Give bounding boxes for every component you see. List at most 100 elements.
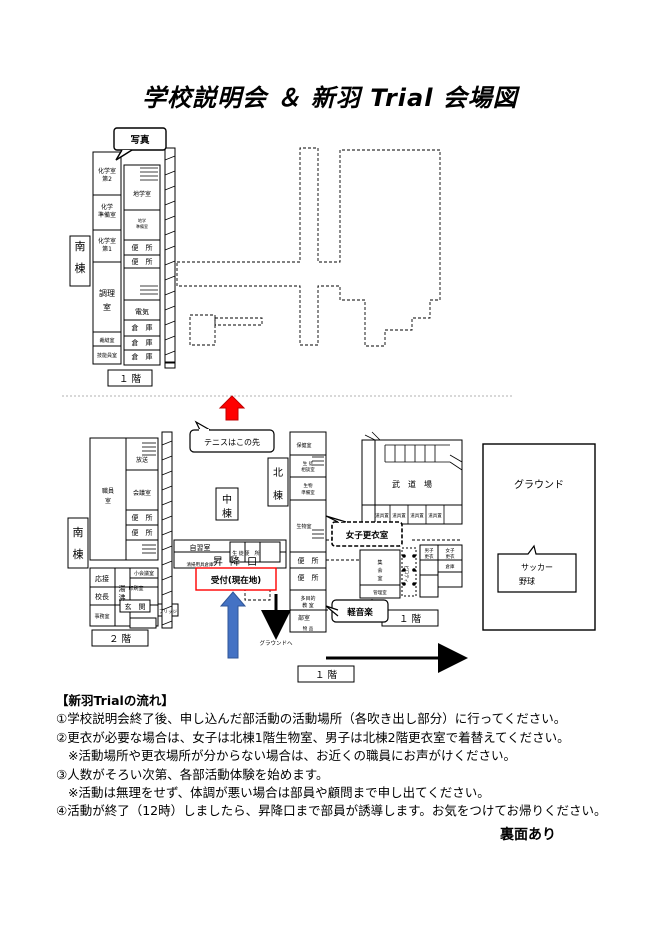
- room-shukai-c: 室: [377, 575, 382, 582]
- campus-map: 写真 化学室 第2 化学 準備室 化学室 第1 調理 室 裁縫室 技能員室 地学…: [62, 127, 596, 683]
- photo-callout: 写真: [130, 134, 150, 146]
- label-north-b: 棟: [273, 489, 283, 502]
- floor1-label: １ 階: [119, 374, 142, 385]
- room-chori-b: 室: [103, 302, 111, 312]
- room-shukai-b: 会: [377, 567, 382, 574]
- label-south2-b: 棟: [73, 547, 84, 561]
- room-budojo: 武 道 場: [392, 479, 432, 489]
- room-piloti: ピロティ: [403, 565, 409, 583]
- back-side-note: 裏面あり: [500, 827, 556, 843]
- flow-step-2: ②更衣が必要な場合は、女子は北棟1階生物室、男子は北棟2階更衣室で着替えてくださ…: [56, 729, 570, 745]
- room-benjo-n2: 便 所: [298, 573, 319, 582]
- room-benjo2: 便 所: [132, 257, 153, 266]
- label-south2-a: 南: [73, 526, 84, 539]
- room-buppin: 物 品: [303, 625, 314, 632]
- room-genkan: 玄 関: [125, 602, 146, 611]
- floor1-label-c: １ 階: [399, 614, 422, 625]
- soccer-label-a: サッカー: [521, 563, 553, 572]
- page-title: 学校説明会 ＆ 新羽 Trial 会場図: [142, 84, 518, 112]
- room-sodan-a: 生 徒: [303, 460, 314, 467]
- floor2-label: ２ 階: [109, 634, 132, 645]
- room-soko2: 倉 庫: [132, 338, 153, 347]
- room-insatsu: 印刷室: [128, 585, 143, 592]
- trial-flow: 【新羽Trialの流れ】 ①学校説明会終了後、申し込んだ部活動の活動場所（各吹き…: [56, 692, 607, 821]
- room-gino: 技能員室: [97, 352, 117, 359]
- room-dogu-4: 道具置: [428, 512, 442, 519]
- room-center-1: 生 徒: [232, 550, 244, 557]
- to-ground-label: グラウンドへ: [259, 639, 293, 647]
- room-denki: 電気: [135, 307, 149, 316]
- room-chemprep-a: 化学: [101, 203, 113, 211]
- room-benjo1: 便 所: [132, 243, 153, 252]
- room-jokou-b: 更衣: [446, 553, 455, 560]
- tennis-arrow-icon: [218, 395, 246, 421]
- room-yu-a: 湯: [119, 584, 126, 593]
- room-soukou: 倉庫: [446, 563, 455, 570]
- room-center-2: 便 所: [244, 550, 259, 557]
- flow-heading: 【新羽Trialの流れ】: [56, 693, 174, 708]
- room-shokuin-b: 室: [105, 497, 111, 505]
- room-seisou: 清掃用具倉庫: [187, 561, 214, 568]
- room-shokaigi: 小会議室: [134, 570, 154, 577]
- girls-changing-room-label: 女子更衣室: [346, 530, 389, 541]
- label-south-a: 南: [75, 240, 86, 253]
- keion-label: 軽音楽: [347, 607, 373, 618]
- label-center-b: 棟: [222, 507, 232, 520]
- label-center-a: 中: [222, 493, 232, 506]
- room-chigakuprep-a: 地学: [138, 217, 146, 223]
- shokoguchi-label: 昇 降 口: [213, 555, 259, 568]
- room-seibutsuprep-b: 準備室: [301, 489, 315, 496]
- room-soko1: 倉 庫: [132, 323, 153, 332]
- flow-step-4: ④活動が終了（12時）しましたら、昇降口まで部員が誘導します。お気をつけてお帰り…: [56, 803, 607, 819]
- room-bushitsu: 部室: [298, 614, 310, 622]
- room-seibutsuprep-a: 生物: [304, 482, 313, 489]
- room-chem1-b: 第1: [102, 245, 112, 253]
- floor1-map: [92, 127, 441, 387]
- flow-step-3: ③人数がそろい次第、各部活動体験を始めます。: [56, 766, 329, 782]
- ground-label: グラウンド: [514, 478, 564, 491]
- room-soko3: 倉 庫: [132, 352, 153, 361]
- flow-note-1: ※活動場所や更衣場所が分からない場合は、お近くの職員にお声がけください。: [68, 748, 516, 764]
- room-tamokuteki-b: 教 室: [302, 602, 314, 609]
- room-kanri: 管理室: [373, 589, 387, 596]
- room-dogu-3: 道具置: [410, 512, 424, 519]
- room-hoken: 保健室: [296, 442, 311, 449]
- tennis-label: テニスはこの先: [204, 437, 260, 447]
- reception-arrow-icon: [219, 591, 247, 659]
- room-kaigi: 会議室: [133, 489, 151, 497]
- room-saiho: 裁縫室: [99, 337, 114, 344]
- room-bridge: ブリッジ: [159, 608, 177, 615]
- label-south-b: 棟: [75, 261, 86, 275]
- room-hoso: 放送: [136, 456, 148, 464]
- room-jimu: 事務室: [94, 613, 109, 620]
- room-benjo-n1: 便 所: [298, 556, 319, 565]
- room-chem1-a: 化学室: [98, 237, 116, 245]
- room-chem2-a: 化学室: [98, 167, 116, 175]
- room-shokuin-a: 職員: [102, 487, 114, 495]
- room-kocho: 校長: [95, 592, 109, 601]
- room-dogu-1: 道具置: [375, 512, 389, 519]
- reception-label: 受付(現在地): [211, 575, 261, 586]
- label-north-a: 北: [273, 467, 283, 479]
- flow-step-1: ①学校説明会終了後、申し込んだ部活動の活動場所（各吹き出し部分）に行ってください…: [56, 711, 567, 727]
- room-chemprep-b: 準備室: [98, 211, 116, 219]
- room-yu-b: 沸: [119, 593, 126, 602]
- room-shukai-a: 集: [377, 559, 382, 566]
- room-chigaku: 地学室: [133, 190, 151, 198]
- room-chigakuprep-b: 準備室: [136, 223, 148, 229]
- room-chem2-b: 第2: [102, 175, 112, 183]
- soccer-label-b: 野球: [519, 576, 535, 586]
- room-jishu: 自習室: [190, 543, 211, 552]
- room-seibutsu: 生物室: [296, 523, 311, 530]
- room-benjo-2b: 便 所: [132, 528, 153, 537]
- room-dogu-2: 道具置: [392, 512, 406, 519]
- room-oshitsu: 応接: [95, 574, 109, 583]
- room-benjo-2a: 便 所: [132, 513, 153, 522]
- floor2-map: [67, 431, 596, 683]
- room-danko-a: 男子: [425, 547, 434, 554]
- room-sodan-b: 相談室: [301, 466, 315, 473]
- flow-note-2: ※活動は無理をせず、体調が悪い場合は部員や顧問まで申し出てください。: [68, 785, 490, 801]
- room-jokou-a: 女子: [446, 547, 455, 554]
- floor1-label-b: １ 階: [315, 670, 338, 681]
- room-tamokuteki-a: 多目的: [300, 595, 315, 602]
